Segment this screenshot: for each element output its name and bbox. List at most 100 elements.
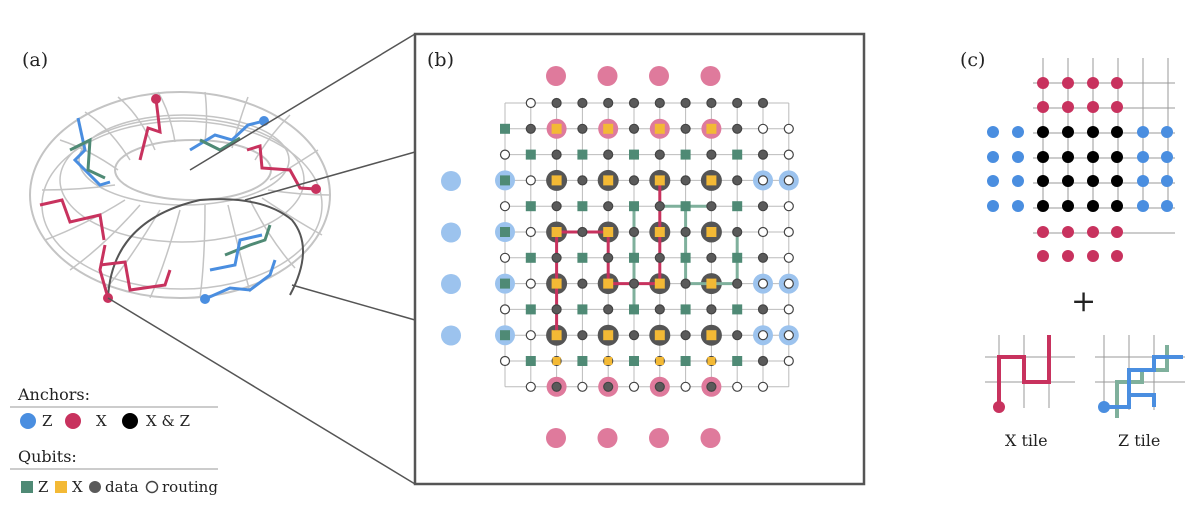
qubit — [577, 97, 588, 109]
data-qubit — [706, 252, 717, 263]
data-qubit — [551, 252, 562, 263]
x-qubit — [706, 330, 717, 341]
qubit — [603, 97, 614, 109]
data-qubit — [757, 304, 769, 315]
torus-x-paths — [39, 98, 317, 299]
panel-c: (c) + X tile Z tile — [960, 49, 1185, 450]
x-anchor — [1111, 250, 1123, 262]
qubit — [628, 381, 640, 392]
x-anchor — [1037, 77, 1049, 89]
routing-qubit — [757, 123, 769, 134]
x-qubit — [654, 278, 665, 289]
x-anchor — [1037, 250, 1049, 262]
data-qubit — [732, 330, 743, 341]
z-qubit — [525, 149, 536, 160]
panel-b: (b) — [413, 32, 866, 486]
xz-anchor — [1062, 200, 1074, 212]
data-qubit — [551, 149, 562, 160]
qubit — [757, 381, 769, 392]
qubit-lattice — [441, 66, 799, 448]
qubit — [732, 381, 743, 392]
qubit — [577, 381, 588, 392]
qubit — [551, 97, 562, 109]
x-anchor-outer — [597, 66, 618, 86]
torus-z-anchor — [200, 294, 210, 304]
routing-qubit — [783, 252, 794, 263]
z-qubit — [525, 252, 536, 263]
xz-anchor — [1062, 126, 1074, 138]
x-anchor — [1087, 250, 1099, 262]
x-anchor — [1111, 226, 1123, 238]
legend-anchor-z: Z — [42, 412, 52, 430]
z-anchor — [1137, 200, 1149, 212]
routing-qubit — [783, 355, 794, 367]
data-qubit — [732, 278, 743, 289]
routing-qubit — [499, 201, 511, 212]
z-qubit — [500, 227, 510, 237]
z-anchor-outer — [441, 274, 461, 294]
z-qubit — [577, 304, 588, 315]
data-qubit — [654, 304, 665, 315]
xz-anchor — [1087, 175, 1099, 187]
data-qubit — [706, 149, 717, 160]
x-qubit — [552, 357, 561, 365]
anchor-layout — [987, 58, 1175, 262]
xz-anchor — [1111, 175, 1123, 187]
qubit — [706, 381, 717, 392]
z-anchor — [1161, 126, 1173, 138]
x-tile-label: X tile — [1005, 431, 1048, 450]
x-tile-anchor — [993, 401, 1005, 413]
z-qubit — [680, 304, 691, 315]
z-tile: Z tile — [1095, 335, 1185, 450]
z-anchor — [1012, 151, 1024, 163]
z-tile-anchor — [1098, 401, 1110, 413]
z-qubit — [732, 201, 743, 212]
xz-anchor — [1111, 151, 1123, 163]
data-qubit-icon — [89, 481, 101, 493]
data-qubit — [757, 149, 769, 160]
z-qubit — [577, 356, 588, 366]
x-qubit — [551, 227, 562, 237]
xz-anchor — [1037, 126, 1049, 138]
data-qubit — [680, 226, 691, 238]
z-qubit — [629, 252, 639, 263]
x-qubit — [603, 123, 614, 134]
data-qubit — [577, 123, 588, 134]
plus-sign: + — [1071, 284, 1096, 319]
data-qubit — [757, 201, 769, 212]
qubit — [551, 381, 562, 392]
z-anchor — [1012, 200, 1024, 212]
z-qubit — [732, 149, 743, 160]
z-anchor — [1161, 175, 1173, 187]
xz-anchor — [1087, 126, 1099, 138]
routing-qubit — [783, 175, 794, 186]
data-qubit — [577, 278, 588, 289]
data-qubit — [628, 330, 640, 341]
torus-x-anchor — [151, 94, 161, 104]
data-qubit — [603, 252, 614, 263]
xz-anchor — [1037, 151, 1049, 163]
qubit — [680, 381, 691, 392]
data-qubit — [603, 149, 614, 160]
routing-qubit — [757, 226, 769, 238]
routing-qubit — [783, 304, 794, 315]
x-anchor — [1037, 226, 1049, 238]
data-qubit — [628, 175, 640, 186]
z-qubit — [500, 123, 510, 134]
data-qubit — [680, 330, 691, 341]
x-qubit — [603, 330, 614, 341]
z-qubit — [500, 278, 510, 289]
z-anchor — [1012, 126, 1024, 138]
routing-qubit — [499, 304, 511, 315]
xz-anchor — [1111, 126, 1123, 138]
data-qubit — [654, 149, 665, 160]
data-qubit — [706, 304, 717, 315]
x-anchor — [1087, 77, 1099, 89]
z-anchor — [1137, 126, 1149, 138]
z-qubit — [732, 252, 743, 263]
routing-qubit — [525, 226, 536, 238]
x-anchor — [1087, 101, 1099, 113]
z-qubit-icon — [21, 481, 33, 493]
xz-anchor — [1037, 200, 1049, 212]
x-qubit — [706, 123, 717, 134]
